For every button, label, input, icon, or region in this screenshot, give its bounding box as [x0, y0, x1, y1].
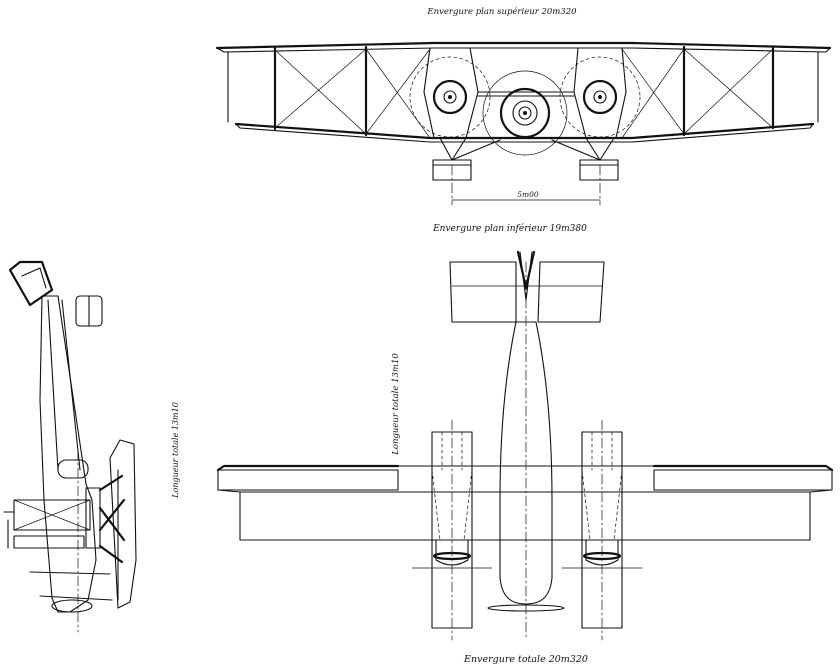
side-view: Longueur totale 13m10 — [3, 260, 180, 633]
interplane-struts — [227, 45, 819, 139]
lower-span-label: Envergure plan inférieur 19m380 — [432, 223, 587, 234]
plan-view: Longueur totale 13m10 — [216, 250, 834, 641]
upper-span-label: Envergure plan supérieur 20m320 — [426, 6, 577, 17]
float-gauge-label: 5m00 — [517, 190, 539, 199]
side-length-label: Longueur totale 13m10 — [171, 402, 180, 499]
front-view: Envergure plan supérieur 20m320 — [215, 6, 832, 206]
total-span-label: Envergure totale 20m320 — [463, 654, 588, 665]
plan-length-label: Longueur totale 13m10 — [391, 353, 401, 456]
